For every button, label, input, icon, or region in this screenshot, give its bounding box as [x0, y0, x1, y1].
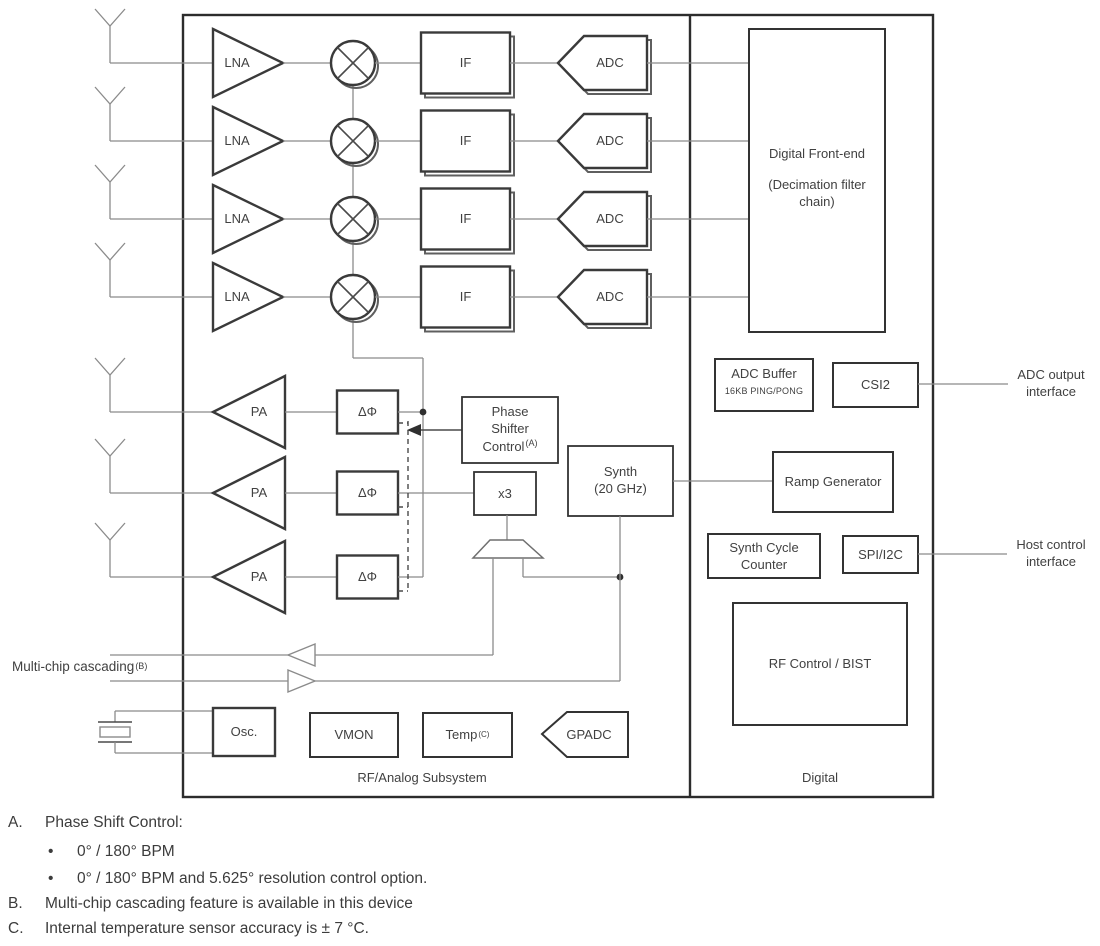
spi-i2c-box [842, 535, 919, 574]
rx-antenna-icon [94, 8, 126, 27]
pa-label: PA [250, 403, 268, 419]
if-box [419, 31, 512, 95]
lna-triangle [211, 261, 286, 333]
lna-label: LNA [224, 54, 250, 70]
temp-box [422, 712, 513, 758]
adc-label: ADC [596, 54, 624, 70]
cascade-in-buffer-icon [287, 668, 317, 694]
rx-chain-4 [94, 242, 749, 333]
footnote-c-key: C. [8, 920, 24, 937]
adc-output-interface-label: ADC output interface [1017, 367, 1085, 399]
tx-antenna-icon [94, 438, 126, 457]
digital-section [707, 28, 1008, 726]
synth-cycle-counter-box [707, 533, 821, 579]
lo-splitter-trapezoid [471, 539, 545, 559]
footnote-a-text: Phase Shift Control: [45, 814, 183, 831]
host-control-interface-label: Host control interface [1016, 537, 1086, 569]
rx-chain-3 [94, 164, 749, 255]
synth-box [567, 445, 674, 517]
x3-label: x3 [498, 485, 512, 501]
adc-label: ADC [596, 132, 624, 148]
ramp-generator-label: Ramp Generator [784, 473, 882, 489]
rx-antenna-icon [94, 242, 126, 261]
digital-caption: Digital [801, 769, 839, 785]
if-label: IF [459, 210, 472, 226]
crystal-icon [98, 711, 132, 753]
rf-control-bist-label: RF Control / BIST [768, 655, 872, 671]
analog-misc-blocks [98, 706, 629, 758]
pa-label: PA [250, 568, 268, 584]
vmon-box [309, 712, 399, 758]
footnote-b-key: B. [8, 895, 23, 912]
temp-label: Temp(C) [445, 726, 490, 742]
ramp-generator-box [772, 451, 894, 513]
gpadc-label: GPADC [566, 726, 612, 742]
rx-chain-2 [94, 86, 749, 177]
footnote-c-text: Internal temperature sensor accuracy is … [45, 920, 369, 937]
adc-buffer-label: ADC Buffer 16KB PING/PONG [724, 366, 804, 396]
if-box [419, 187, 512, 251]
chip-outline-box [181, 13, 935, 799]
spi-i2c-label: SPI/I2C [858, 546, 903, 562]
rx-antenna-icon [94, 164, 126, 183]
tx-antenna-icon [94, 522, 126, 541]
synth-cycle-counter-label: Synth Cycle Counter [729, 540, 799, 572]
x3-multiplier-box [473, 471, 537, 516]
if-label: IF [459, 132, 472, 148]
tx-chain-3 [94, 522, 423, 615]
if-label: IF [459, 54, 472, 70]
delta-phi-label: ΔΦ [357, 484, 378, 500]
bullet-icon: • [48, 843, 54, 860]
lna-triangle [211, 105, 286, 177]
lna-label: LNA [224, 288, 250, 304]
lna-label: LNA [224, 210, 250, 226]
csi2-label: CSI2 [861, 376, 890, 392]
if-box [419, 109, 512, 173]
digital-front-end-label: Digital Front-end (Decimation filter cha… [768, 146, 866, 209]
adc-label: ADC [596, 210, 624, 226]
phase-shift-control-wiring [398, 396, 559, 592]
lo-generation [110, 445, 773, 694]
tx-antenna-icon [94, 357, 126, 376]
adc-label: ADC [596, 288, 624, 304]
tx-chain-1 [94, 357, 427, 450]
gpadc-pentagon [540, 711, 629, 758]
if-label: IF [459, 288, 472, 304]
delta-phi-label: ΔΦ [357, 403, 378, 419]
left-arrowhead-icon [407, 424, 421, 436]
bullet-icon: • [48, 870, 54, 887]
delta-phi-label: ΔΦ [357, 568, 378, 584]
lna-triangle [211, 183, 286, 255]
rx-antenna-icon [94, 86, 126, 105]
cascade-out-buffer-icon [286, 642, 316, 668]
tx-chain-2 [94, 438, 474, 531]
footnote-a-bullet1: 0° / 180° BPM [77, 843, 175, 860]
lna-triangle [211, 27, 286, 99]
lna-label: LNA [224, 132, 250, 148]
footnote-a-bullet2: 0° / 180° BPM and 5.625° resolution cont… [77, 870, 428, 887]
osc-label: Osc. [230, 723, 258, 739]
if-box [419, 265, 512, 329]
phase-shifter-control-label: Phase Shifter Control(A) [482, 404, 538, 454]
csi2-box [832, 362, 919, 408]
rf-control-bist-box [732, 602, 908, 726]
footnote-a-key: A. [8, 814, 23, 831]
phase-shifter-box [335, 470, 400, 516]
vmon-label: VMON [334, 726, 374, 742]
rf-analog-subsystem-caption: RF/Analog Subsystem [357, 769, 487, 785]
footnote-b-text: Multi-chip cascading feature is availabl… [45, 895, 413, 912]
multichip-cascading-label: Multi-chip cascading(B) [12, 659, 148, 675]
rx-chain-1 [94, 8, 749, 99]
pa-label: PA [250, 484, 268, 500]
adc-buffer-box [714, 358, 814, 412]
digital-front-end-box [748, 28, 886, 333]
phase-shifter-box [335, 554, 400, 600]
junction-dot [419, 408, 427, 416]
phase-shifter-control-box [461, 396, 559, 464]
synth-label: Synth (20 GHz) [594, 464, 647, 496]
osc-box [211, 706, 277, 758]
